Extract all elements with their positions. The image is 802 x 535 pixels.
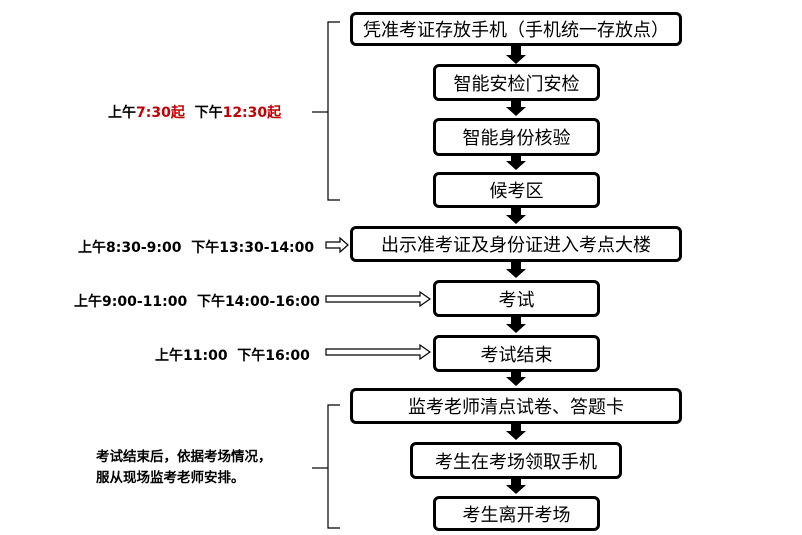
pm-time: 12:30起 (222, 105, 282, 121)
step-security-gate: 智能安检门安检 (433, 64, 600, 101)
down-arrow-7 (506, 370, 526, 386)
after-exam-note-line1: 考试结束后，依据考场情况， (96, 449, 272, 465)
step-enter-building: 出示准考证及身份证进入考点大楼 (350, 226, 682, 262)
down-arrow-5 (506, 260, 526, 278)
step-collect-papers: 监考老师清点试卷、答题卡 (350, 388, 682, 424)
step-store-phone: 凭准考证存放手机（手机统一存放点） (350, 12, 682, 46)
after-exam-note-line2: 服从现场监考老师安排。 (96, 470, 245, 486)
step-collect-phone: 考生在考场领取手机 (410, 442, 622, 479)
step-exam: 考试 (433, 280, 600, 317)
pm-prefix: 下午 (194, 105, 223, 121)
down-arrow-1 (506, 44, 526, 64)
end-time-label: 上午11:00 下午16:00 (155, 348, 310, 364)
down-arrow-9 (506, 477, 526, 494)
hollow-arrow-exam (325, 290, 432, 308)
step-exam-end: 考试结束 (433, 335, 600, 372)
down-arrow-4 (506, 206, 526, 224)
step-waiting-area: 候考区 (433, 172, 600, 208)
arrival-time-label: 上午7:30起 下午12:30起 (108, 102, 281, 122)
step-leave: 考生离开考场 (433, 496, 600, 531)
down-arrow-8 (506, 422, 526, 440)
left-bracket-bottom (327, 404, 340, 529)
am-time: 7:30起 (136, 105, 185, 121)
down-arrow-6 (506, 315, 526, 333)
exam-time-label: 上午9:00-11:00 下午14:00-16:00 (74, 294, 320, 310)
hollow-arrow-end (325, 343, 432, 361)
hollow-arrow-entry (325, 236, 349, 254)
down-arrow-2 (506, 99, 526, 116)
left-bracket-top (327, 21, 340, 201)
down-arrow-3 (506, 154, 526, 170)
entry-time-label: 上午8:30-9:00 下午13:30-14:00 (78, 240, 315, 256)
am-prefix: 上午 (108, 105, 136, 121)
step-identity-verify: 智能身份核验 (433, 118, 600, 156)
